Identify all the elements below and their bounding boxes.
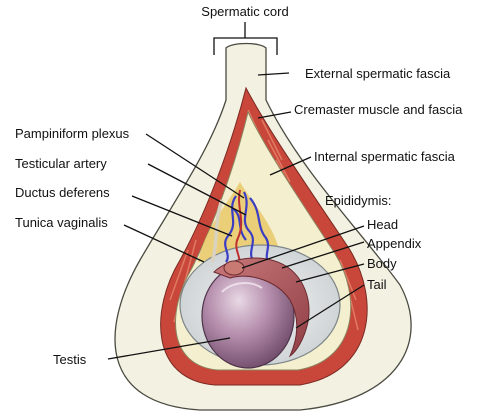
label-tunica-vaginalis: Tunica vaginalis (15, 215, 108, 230)
label-ductus-deferens: Ductus deferens (15, 185, 110, 200)
ductus-deferens-vessel (210, 199, 224, 263)
label-epididymis: Epididymis: (325, 193, 391, 208)
label-external-spermatic-fascia: External spermatic fascia (305, 66, 451, 81)
testis-highlight (221, 282, 263, 293)
label-testis: Testis (53, 352, 87, 367)
spermatic-cord-bracket (213, 22, 278, 55)
appendix-shape (223, 260, 245, 276)
label-pampiniform-plexus: Pampiniform plexus (15, 126, 130, 141)
label-tail: Tail (367, 277, 387, 292)
label-head: Head (367, 217, 398, 232)
cord-fat (198, 182, 278, 262)
label-cremaster-muscle: Cremaster muscle and fascia (294, 102, 463, 117)
label-appendix: Appendix (367, 236, 422, 251)
pampiniform-plexus-vessels (224, 191, 271, 265)
label-testicular-artery: Testicular artery (15, 156, 107, 171)
leader-lines (107, 72, 365, 360)
label-spermatic-cord: Spermatic cord (201, 4, 288, 19)
label-body: Body (367, 256, 397, 271)
epididymis-shape (213, 257, 310, 358)
label-internal-spermatic-fascia: Internal spermatic fascia (314, 149, 456, 164)
